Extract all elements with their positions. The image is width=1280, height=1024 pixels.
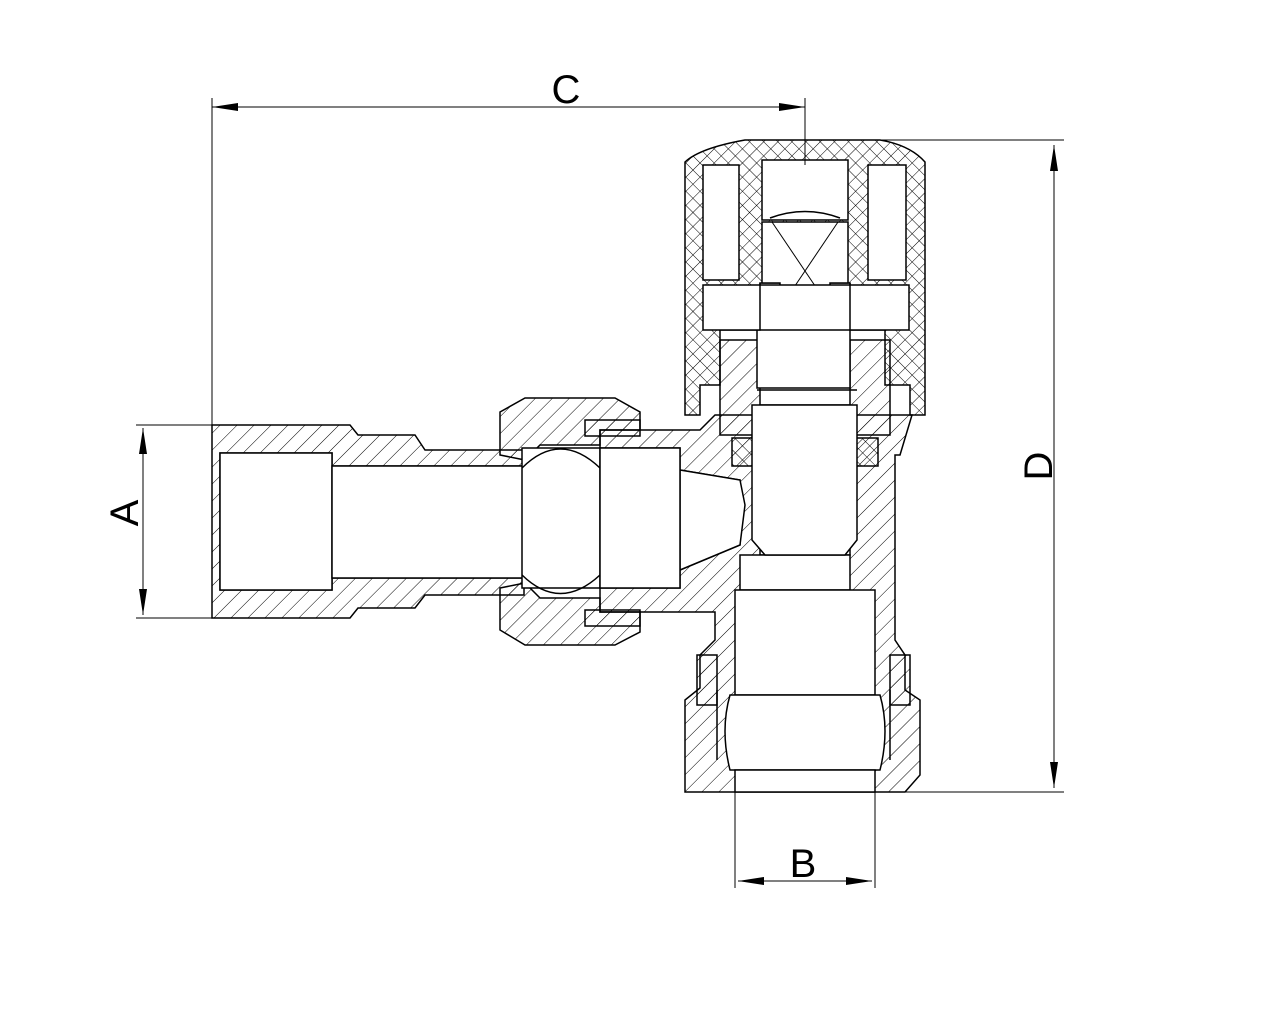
lower-coupling <box>696 654 911 760</box>
dimension-d-label: D <box>1017 452 1061 481</box>
dimension-c: C <box>211 68 806 425</box>
dimension-d: D <box>880 139 1064 793</box>
handle-cap <box>684 139 926 416</box>
dimension-a-label: A <box>103 499 147 526</box>
dimension-c-label: C <box>552 68 581 112</box>
inlet-threaded-end <box>211 424 525 619</box>
spindle-assembly <box>719 322 891 556</box>
dimension-a: A <box>103 424 212 619</box>
dimension-b-label: B <box>790 842 817 886</box>
dimension-b: B <box>734 792 876 888</box>
